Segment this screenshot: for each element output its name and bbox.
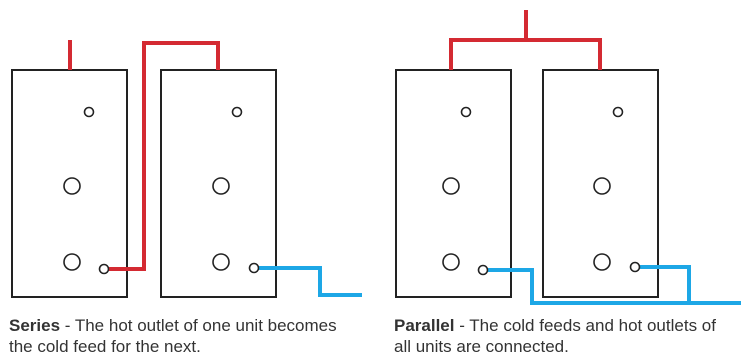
- parallel-unit-1-middle-port: [442, 177, 460, 195]
- parallel-unit-2-outlet-port: [629, 261, 641, 273]
- series-unit-2-bottom-port: [212, 253, 230, 271]
- parallel-hot-manifold-pipe: [449, 10, 602, 70]
- series-diagram: [11, 40, 362, 298]
- series-unit-1-bottom-port: [63, 253, 81, 271]
- series-title: Series: [9, 316, 61, 335]
- parallel-diagram: [395, 10, 741, 305]
- series-unit-2-middle-port: [212, 177, 230, 195]
- parallel-unit-2-top-port: [612, 106, 624, 118]
- series-caption: Series - The hot outlet of one unit beco…: [9, 315, 349, 357]
- parallel-caption: Parallel - The cold feeds and hot outlet…: [394, 315, 734, 357]
- parallel-title: Parallel: [394, 316, 455, 335]
- series-unit-1-top-port: [83, 106, 95, 118]
- parallel-cold-manifold-pipe: [484, 268, 741, 305]
- series-unit-1-hot-outlet: [98, 263, 110, 275]
- series-unit-2-top-port: [231, 106, 243, 118]
- series-unit-2-outlet-port: [248, 262, 260, 274]
- parallel-unit-2-bottom-port: [593, 253, 611, 271]
- series-cold-outlet-pipe: [257, 266, 362, 297]
- parallel-unit-2-middle-port: [593, 177, 611, 195]
- parallel-description: - The cold feeds and hot outlets of all …: [394, 316, 716, 356]
- parallel-unit-1-outlet-port: [477, 264, 489, 276]
- series-description: - The hot outlet of one unit becomes the…: [9, 316, 337, 356]
- parallel-unit-1: [395, 69, 512, 298]
- series-unit-1-middle-port: [63, 177, 81, 195]
- parallel-unit-1-top-port: [460, 106, 472, 118]
- parallel-cold-branch-pipe: [636, 265, 691, 303]
- series-connecting-pipe: [107, 41, 220, 271]
- parallel-unit-1-bottom-port: [442, 253, 460, 271]
